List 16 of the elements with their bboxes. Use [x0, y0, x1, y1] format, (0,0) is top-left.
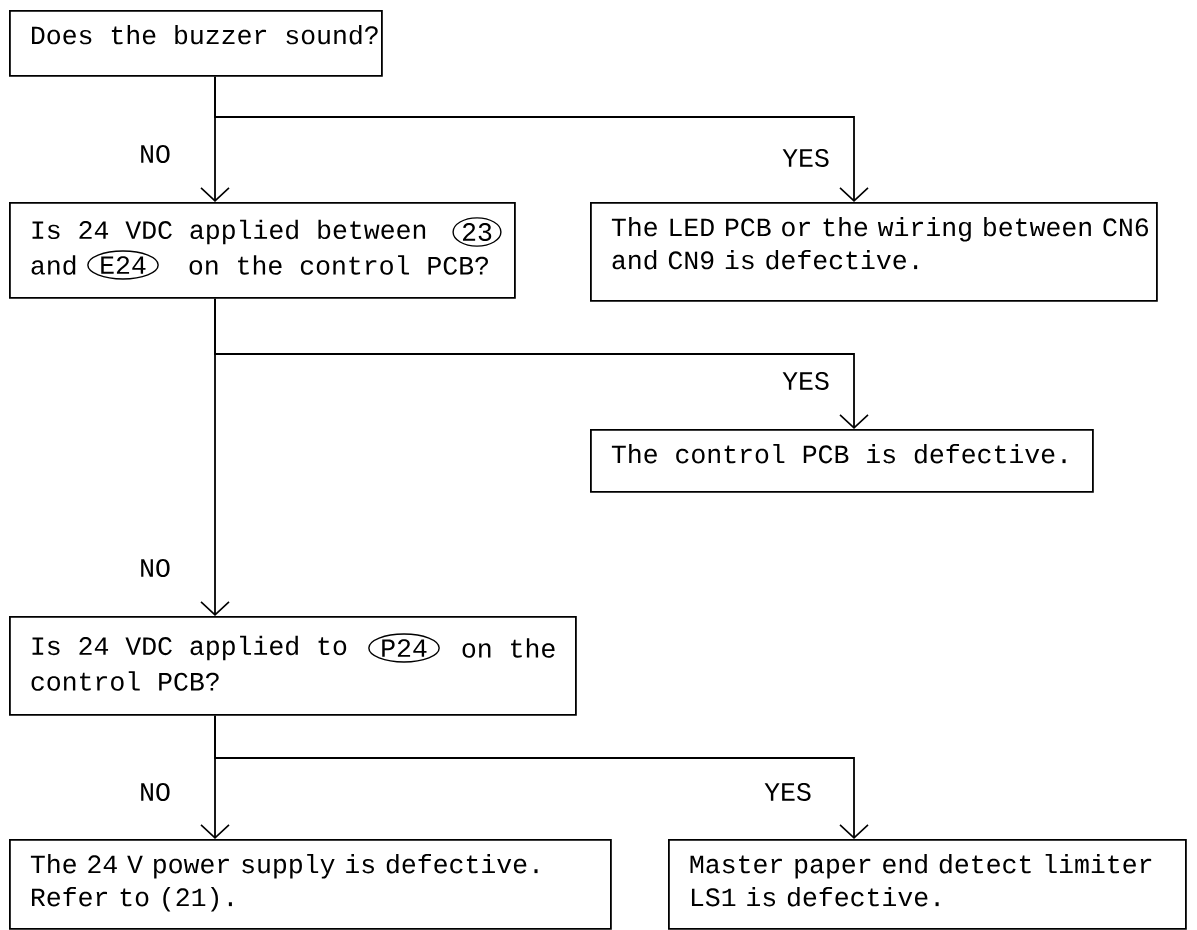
- edge-label: NO: [137, 781, 173, 803]
- process-box: Does the buzzer sound?: [9, 10, 383, 77]
- edge-label: NO: [137, 557, 173, 579]
- edge-label: YES: [762, 781, 814, 803]
- edge-label: YES: [780, 370, 832, 392]
- arrow: [200, 297, 230, 616]
- process-box: The 24 V power supply is defective. Refer to (21).: [9, 839, 612, 930]
- process-box: Is 24 VDC applied between 23 and E24 on the control PCB?: [9, 202, 516, 299]
- arrow: [214, 75, 869, 202]
- process-box: The control PCB is defective.: [590, 429, 1094, 493]
- process-box: Is 24 VDC applied to P24 on the control PCB?: [9, 616, 577, 716]
- edge-label: NO: [137, 143, 173, 165]
- process-box: Master paper end detect limiter LS1 is defective.: [668, 839, 1187, 930]
- edge-label: YES: [780, 147, 832, 169]
- process-box: The LED PCB or the wiring between CN6 and CN9 is defective.: [590, 202, 1158, 302]
- arrow: [214, 714, 869, 839]
